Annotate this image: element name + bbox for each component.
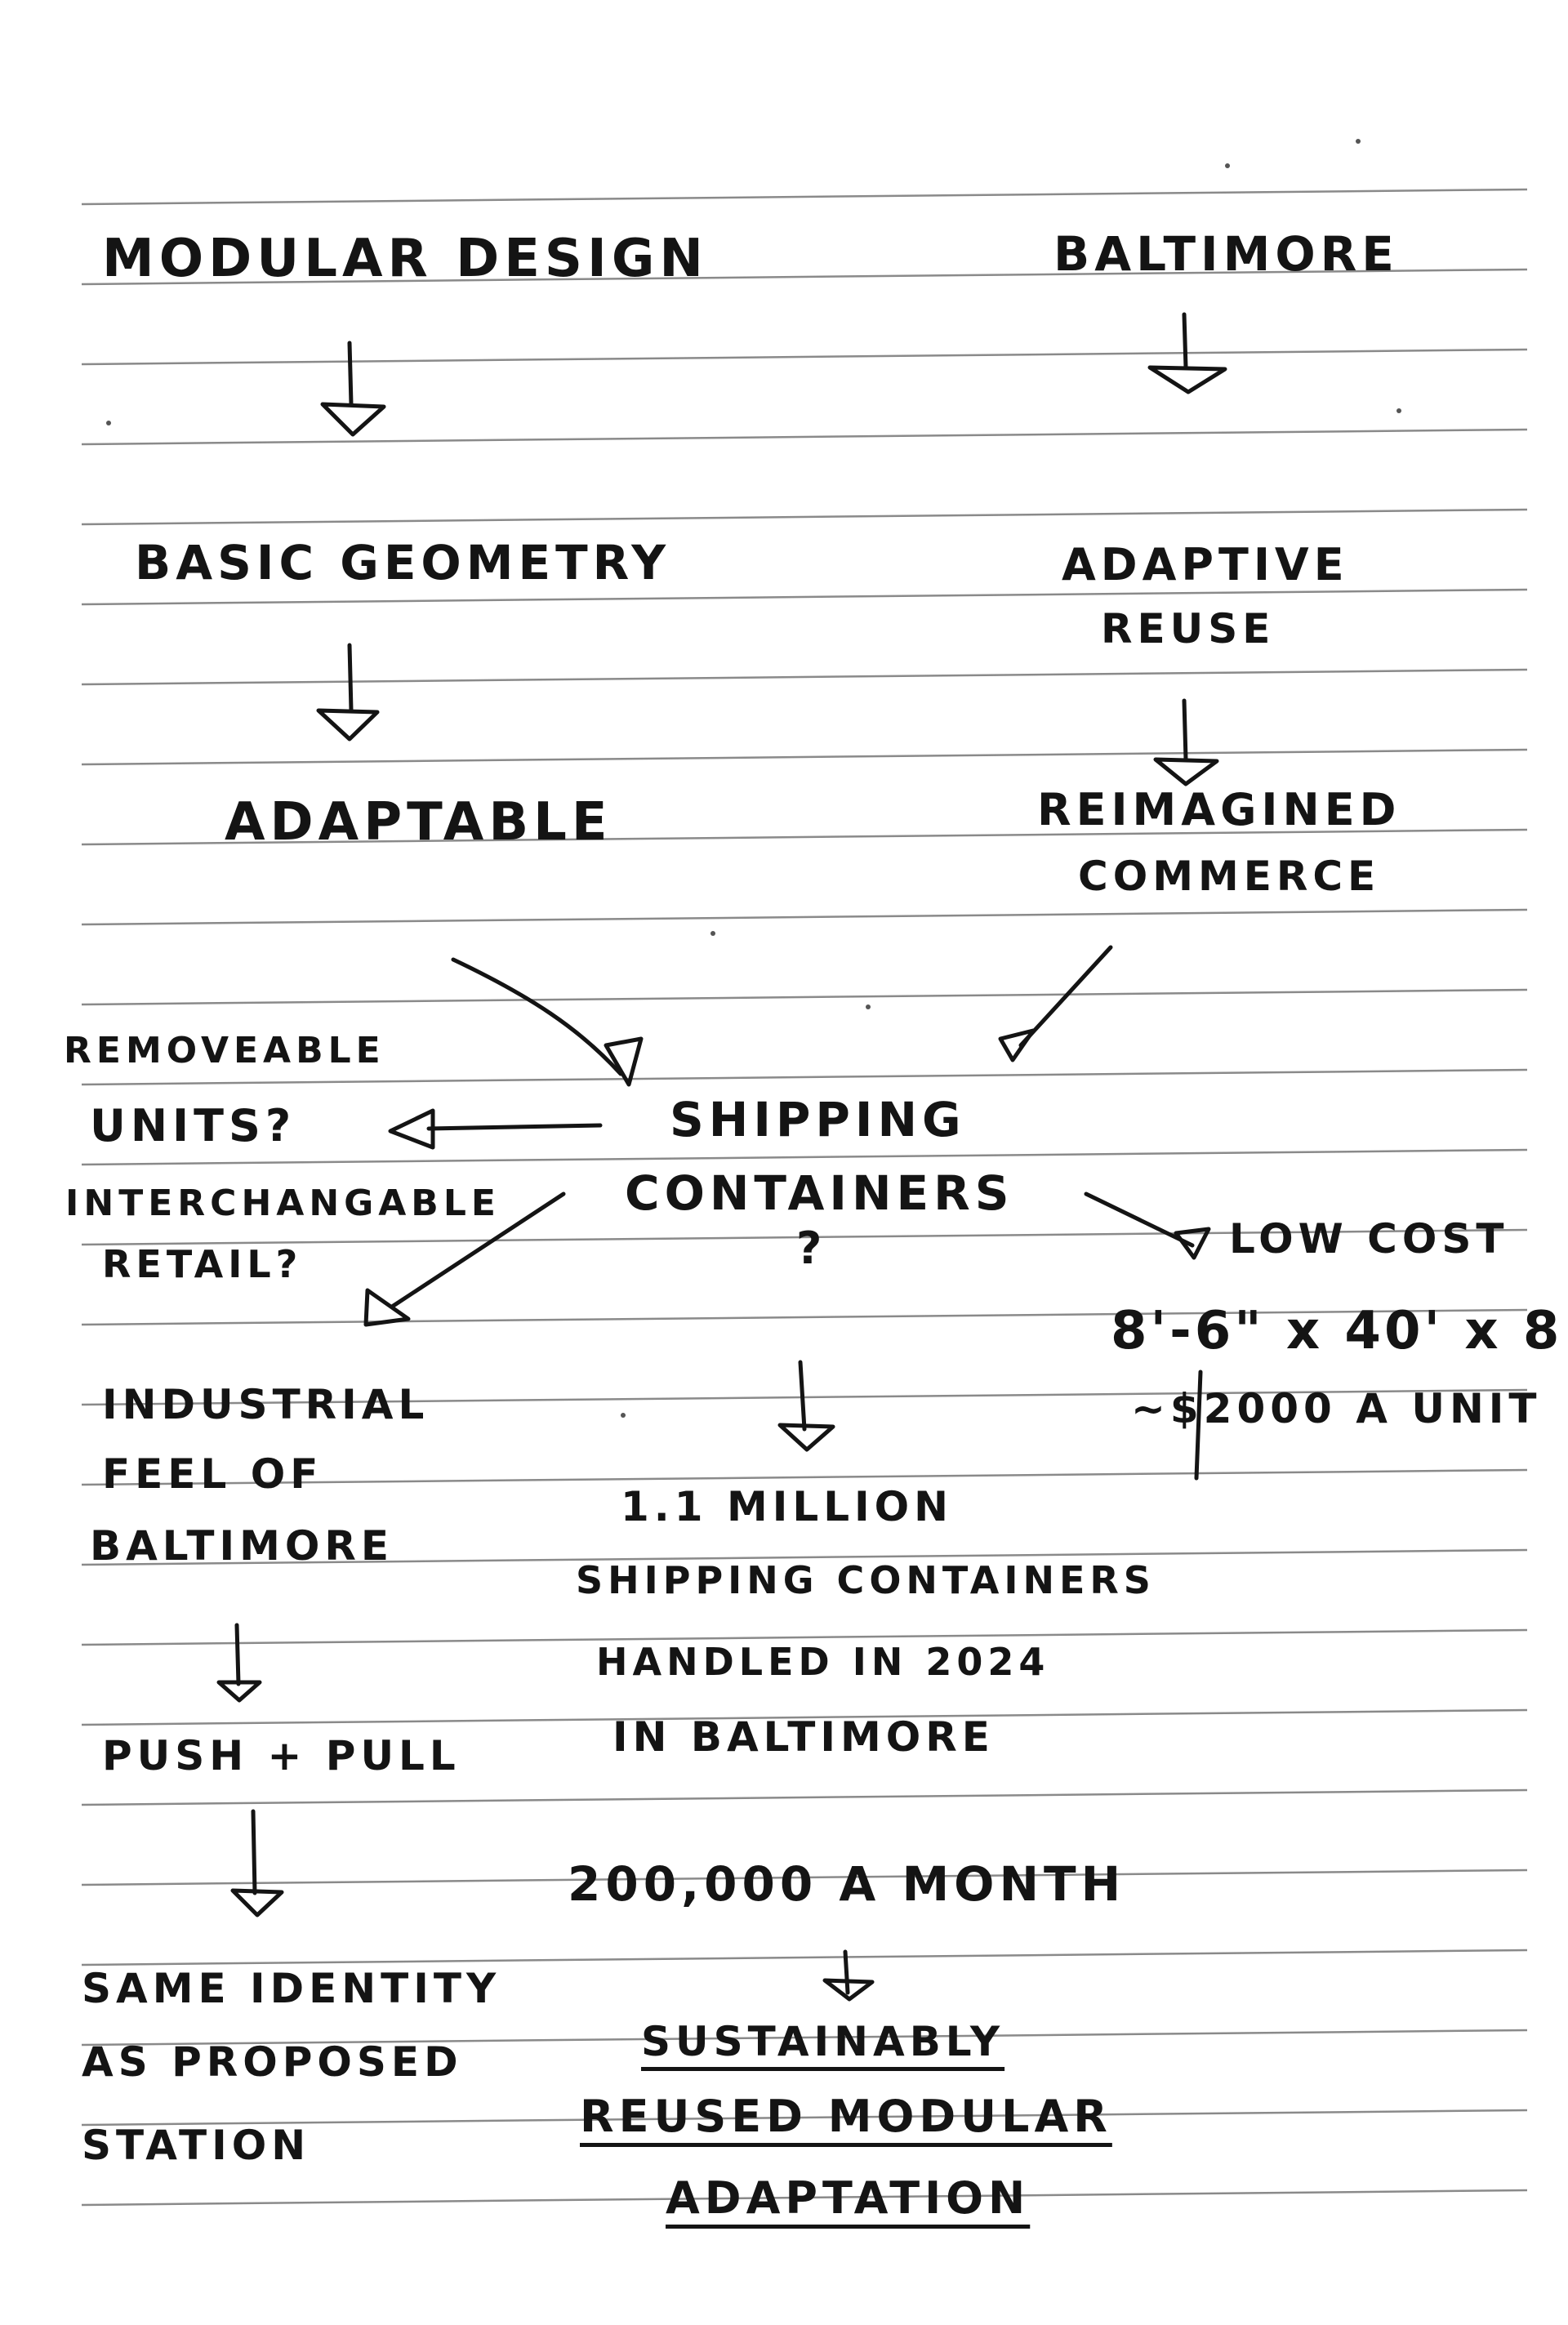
adaptive-reuse-line2: REUSE (1101, 605, 1276, 653)
arrow-adaptable-to-shipping (451, 957, 644, 1087)
reimagined-commerce-line2: COMMERCE (1078, 853, 1381, 900)
shipping-containers-line2: CONTAINERS (625, 1165, 1014, 1221)
ink-speck (621, 1413, 626, 1418)
industrial-feel-line1: INDUSTRIAL (102, 1381, 430, 1428)
ink-speck (866, 1004, 871, 1009)
arrow-pushpull-to-identity (230, 1809, 284, 1917)
adaptable-text: ADAPTABLE (225, 792, 612, 853)
arrow-geometry-to-adaptable (316, 643, 380, 742)
industrial-feel-line2: FEEL OF (102, 1450, 323, 1498)
stat-million-line1: 1.1 MILLION (621, 1483, 954, 1530)
stat-million-line4: IN BALTIMORE (612, 1713, 995, 1761)
basic-geometry-text: BASIC GEOMETRY (135, 535, 671, 590)
arrow-month-to-sustainably (822, 1949, 875, 2002)
price-per-unit-text: ~$2000 A UNIT (1131, 1385, 1542, 1432)
arrow-modular-to-geometry (320, 341, 386, 437)
industrial-feel-line3: BALTIMORE (90, 1522, 394, 1570)
removeable-units-line2: UNITS? (90, 1100, 296, 1151)
shipping-containers-line1: SHIPPING (670, 1092, 966, 1147)
ink-speck (106, 421, 111, 425)
per-month-text: 200,000 A MONTH (568, 1856, 1126, 1912)
stat-million-line3: HANDLED IN 2024 (596, 1640, 1050, 1684)
baltimore-heading: BALTIMORE (1054, 226, 1399, 282)
same-identity-line1: SAME IDENTITY (82, 1965, 501, 2012)
question-mark: ? (796, 1223, 827, 1274)
modular-design-heading: MODULAR DESIGN (102, 229, 708, 289)
arrow-baltimore-to-adaptive (1147, 312, 1227, 394)
reimagined-commerce-line1: REIMAGINED (1037, 784, 1401, 835)
interchangable-retail-line2: RETAIL? (102, 1242, 303, 1286)
arrow-containers-to-lowcost (1084, 1191, 1211, 1260)
ink-speck (1225, 163, 1230, 168)
removeable-units-line1: REMOVEABLE (64, 1030, 385, 1071)
ink-speck (1396, 408, 1401, 413)
dollar-stroke (1194, 1370, 1203, 1481)
conclusion-line2: REUSED MODULAR (580, 2091, 1112, 2142)
arrow-adaptive-to-reimagined (1153, 698, 1219, 786)
conclusion-line1: SUSTAINABLY (641, 2018, 1005, 2065)
conclusion-line3: ADAPTATION (666, 2172, 1031, 2224)
arrow-reimagined-to-shipping (998, 945, 1113, 1062)
dimensions-text: 8'-6" x 40' x 8 (1111, 1301, 1563, 1361)
same-identity-line3: STATION (82, 2122, 311, 2169)
ink-speck (710, 931, 715, 936)
arrow-question-to-million (777, 1360, 835, 1452)
push-pull-text: PUSH + PULL (102, 1732, 461, 1779)
stat-million-line2: SHIPPING CONTAINERS (576, 1558, 1156, 1602)
arrow-shipping-to-units (388, 1108, 603, 1150)
low-cost-text: LOW COST (1229, 1215, 1509, 1263)
arrow-shipping-to-industrial (363, 1191, 566, 1327)
same-identity-line2: AS PROPOSED (82, 2038, 463, 2086)
interchangable-retail-line1: INTERCHANGABLE (65, 1183, 501, 1224)
ink-speck (1356, 139, 1361, 144)
adaptive-reuse-line1: ADAPTIVE (1062, 539, 1349, 590)
arrow-industrial-to-pushpull (216, 1623, 262, 1703)
